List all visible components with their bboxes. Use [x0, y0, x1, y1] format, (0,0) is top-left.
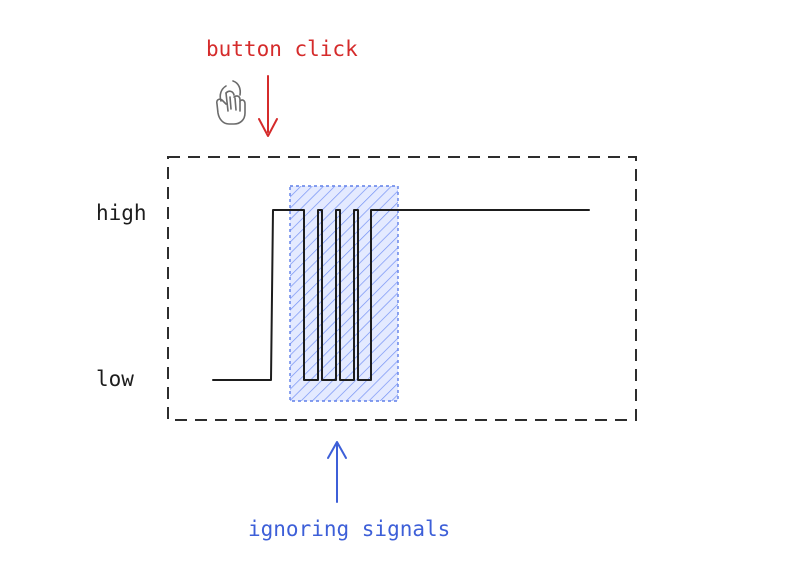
- hand-pointer-icon: [216, 80, 246, 125]
- ignoring-window: [289, 185, 399, 402]
- low-label: low: [96, 367, 134, 391]
- dashed-frame: [167, 156, 637, 421]
- axis-labels: high low: [96, 201, 147, 391]
- ignore-arrow-head: [327, 441, 347, 459]
- ignoring-signals-label: ignoring signals: [248, 517, 450, 541]
- button-click-group: button click: [206, 37, 358, 137]
- button-click-label: button click: [206, 37, 358, 61]
- high-label: high: [96, 201, 147, 225]
- signal-waveform: [212, 209, 590, 381]
- ignoring-hatch: [290, 186, 398, 401]
- click-arrow-head: [258, 118, 278, 137]
- ignoring-signals-group: ignoring signals: [248, 441, 450, 541]
